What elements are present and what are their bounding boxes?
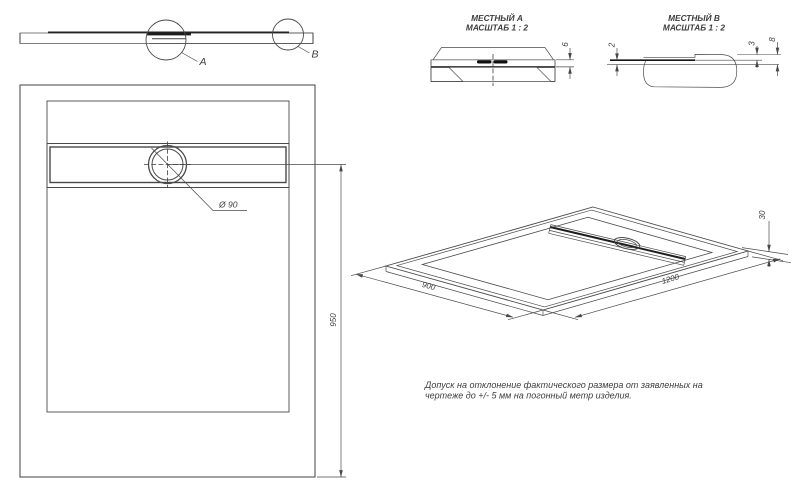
dim900-line: [355, 273, 514, 318]
dim1200-label: 1200: [661, 272, 681, 286]
detail-b-plate-clear: [643, 57, 695, 60]
detail-a-leader: [181, 52, 198, 62]
dim6-label: 6: [561, 42, 570, 47]
tray-outer-rect: [19, 84, 316, 478]
section-view: A B: [19, 18, 319, 68]
tray-inner-rect: [46, 100, 290, 413]
iso-rim-inner: [395, 209, 739, 308]
drain-diameter-label: Ø 90: [218, 200, 238, 210]
tolerance-note: Допуск на отклонение фактического размер…: [424, 380, 703, 401]
dim8-label: 8: [768, 37, 777, 42]
dim30-ext-bottom: [751, 256, 792, 264]
iso-basin: [420, 216, 714, 301]
note-line-1: Допуск на отклонение фактического размер…: [424, 380, 703, 390]
isometric-view: 900 1200 30: [350, 206, 792, 321]
iso-channel-line-2: [549, 230, 685, 263]
detail-b-leader: [297, 46, 310, 54]
detail-a-drain-slot-right: [493, 60, 508, 64]
detail-b-title: МЕСТНЫЙ В: [668, 12, 720, 23]
detail-a-view: МЕСТНЫЙ А МАСШТАБ 1 : 2 6: [430, 12, 574, 86]
detail-a-scale: МАСШТАБ 1 : 2: [466, 23, 529, 33]
detail-a-right-corner-hatch: [536, 67, 556, 82]
dim30-ext-top: [741, 247, 789, 255]
channel-outer-rect: [46, 143, 290, 188]
iso-bottom-edges: [385, 256, 749, 316]
detail-a-drain-slot-left: [477, 60, 492, 64]
dim900-ext-right: [507, 309, 544, 321]
dim900-label: 900: [421, 280, 437, 292]
detail-b-view: МЕСТНЫЙ В МАСШТАБ 1 : 2 2 3 8: [607, 12, 781, 88]
dim950-label: 950: [329, 313, 338, 327]
iso-drain-outer: [613, 237, 641, 250]
iso-drain-inner: [617, 238, 637, 249]
dim1200-ext-left: [542, 309, 579, 321]
drain-zone-clear: [147, 33, 191, 43]
dim30-label: 30: [758, 210, 767, 219]
detail-a-left-corner-hatch: [430, 67, 464, 82]
drain-diameter-leader: [151, 147, 247, 211]
drain-cover-section: [147, 32, 191, 36]
detail-b-label: B: [312, 49, 319, 61]
dim3-label: 3: [748, 41, 757, 46]
iso-channel-cover: [549, 226, 686, 260]
note-line-2: чертеже до +/- 5 мм на погонный метр изд…: [425, 391, 632, 401]
dim1200-line: [574, 258, 781, 318]
detail-b-circle: [272, 18, 304, 51]
front-view: Ø 90 950: [19, 84, 346, 478]
iso-channel-end-left: [548, 224, 552, 234]
dim2-label: 2: [608, 42, 617, 48]
detail-b-scale: МАСШТАБ 1 : 2: [663, 23, 726, 33]
section-strip-right-clear: [150, 33, 313, 44]
detail-b-block: [643, 54, 738, 88]
detail-a-circle: [145, 19, 187, 61]
detail-a-label: A: [199, 56, 207, 68]
detail-a-title: МЕСТНЫЙ А: [471, 12, 523, 23]
